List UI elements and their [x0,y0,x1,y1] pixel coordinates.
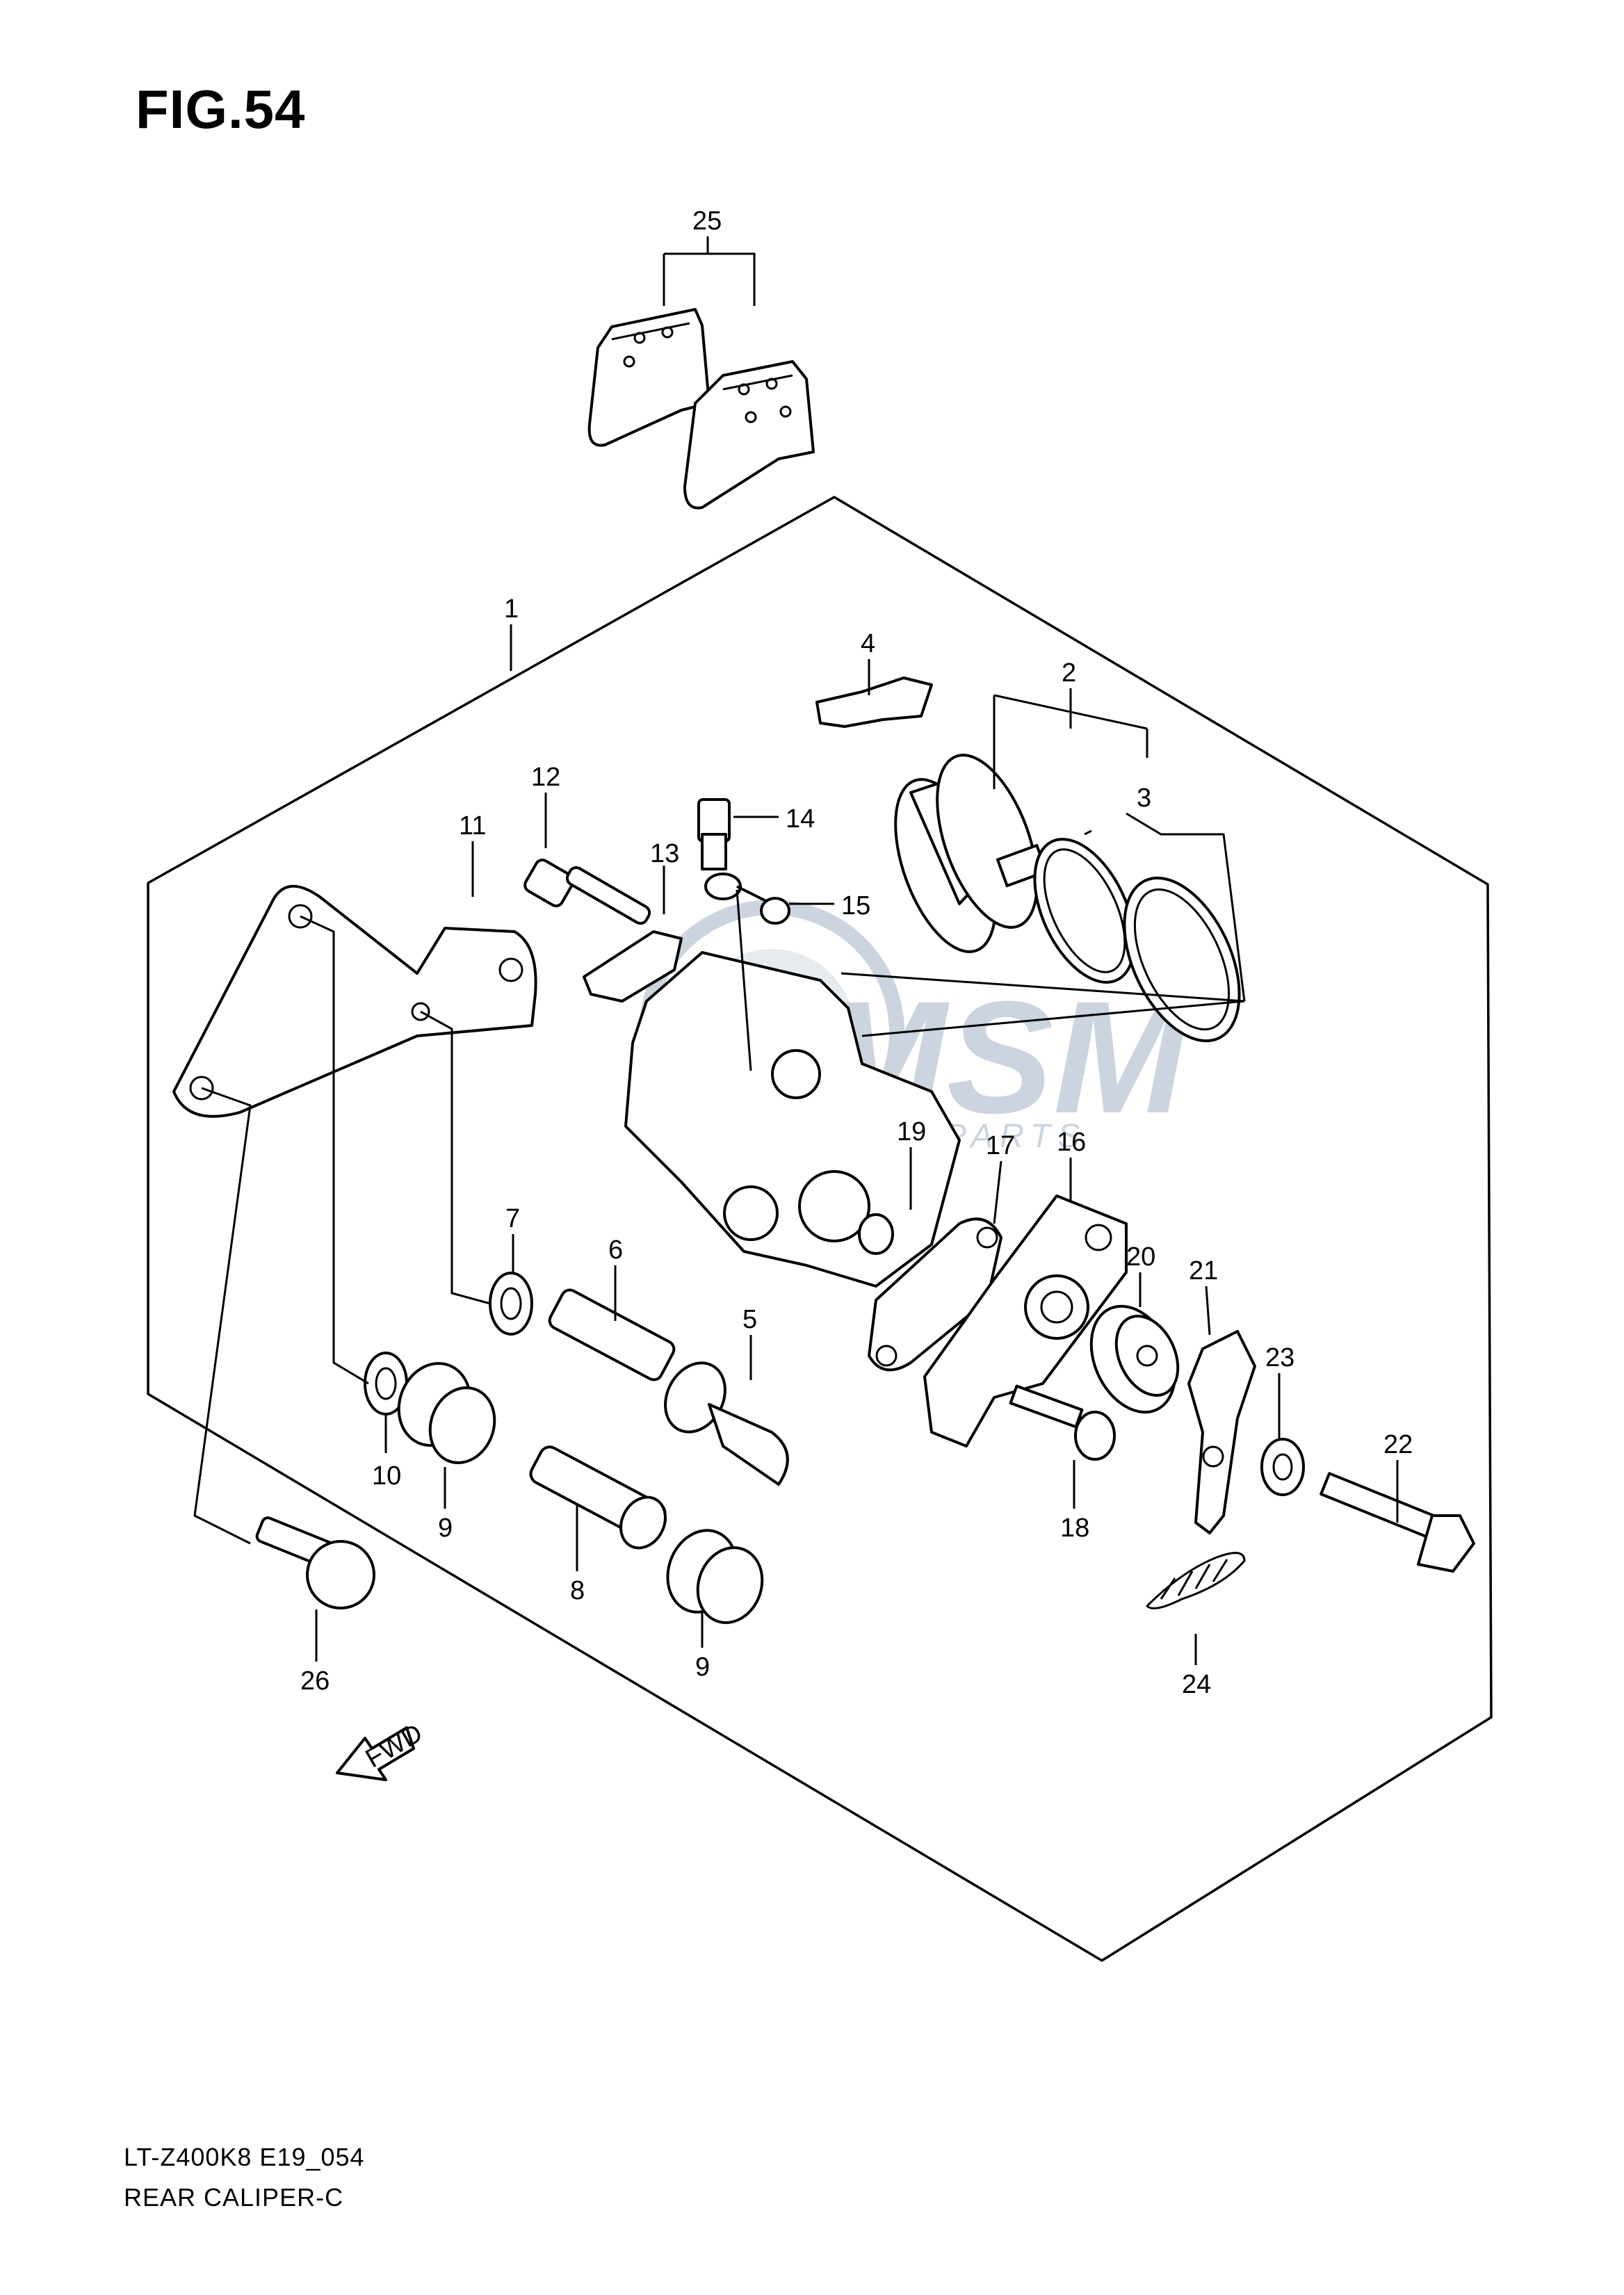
pin-retainer-plate [583,930,683,1003]
piston-seals [1033,838,1241,1043]
callout-3: 3 [1137,784,1151,813]
callout-8: 8 [570,1576,585,1605]
slide-sleeve [548,1288,676,1381]
leader-lines [193,236,1399,1665]
callout-6: 6 [608,1235,623,1265]
model-code: LT-Z400K8 E19_054 [124,2143,365,2171]
callout-1: 1 [504,594,519,624]
callout-9a: 9 [438,1514,453,1543]
pin-boot-9b [666,1529,764,1624]
callout-labels: 25 1 4 2 3 12 11 14 13 15 19 17 16 7 6 2… [300,206,1413,1699]
callout-21: 21 [1189,1256,1218,1286]
parking-brake-lever [1187,1330,1256,1534]
callout-26: 26 [300,1666,330,1696]
lever-bolt [1320,1472,1475,1573]
pin-washer-upper [489,1272,533,1336]
callout-17: 17 [986,1131,1015,1160]
callout-18: 18 [1060,1514,1089,1543]
slide-pin [529,1445,667,1550]
fwd-arrow: FWD [336,1719,428,1781]
bleeder-valve [697,798,731,870]
bracket-bolt [255,1516,375,1609]
housing-bolt [1009,1384,1116,1461]
brake-pad-set [587,308,815,510]
caliper-bracket [172,884,537,1118]
caliper-body [624,951,961,1288]
caliper-piston [894,754,1048,953]
callout-15: 15 [841,891,870,921]
assembly-outline [147,496,1493,1962]
bleeder-cap [704,873,790,925]
callout-13: 13 [650,839,679,868]
callout-24: 24 [1182,1670,1211,1699]
fwd-label: FWD [361,1719,428,1774]
callout-19: 19 [897,1117,926,1146]
callout-5: 5 [742,1305,757,1334]
figure-title: FIG.54 [136,79,306,140]
callout-20: 20 [1126,1242,1155,1272]
callout-23: 23 [1265,1343,1294,1372]
callout-14: 14 [786,804,815,834]
pin-boot-9a [397,1362,496,1464]
caliper-pin-bolt [523,859,651,925]
callout-11: 11 [459,811,486,841]
callout-10: 10 [372,1461,401,1491]
o-ring [858,1213,894,1255]
callout-25: 25 [692,206,722,236]
callout-2: 2 [1062,658,1076,688]
adjuster-cap [1089,1304,1180,1414]
parking-brake-housing [923,1194,1128,1447]
pad-spring [815,676,933,728]
callout-4: 4 [861,629,875,658]
lever-washer [1260,1438,1305,1496]
callout-22: 22 [1383,1430,1413,1459]
callout-12: 12 [531,763,560,792]
callout-16: 16 [1057,1128,1086,1157]
callout-9b: 9 [695,1653,710,1682]
return-spring [1146,1552,1246,1609]
callout-7: 7 [505,1204,520,1233]
pin-boot-upper [664,1361,789,1486]
section-name: REAR CALIPER-C [124,2183,344,2212]
